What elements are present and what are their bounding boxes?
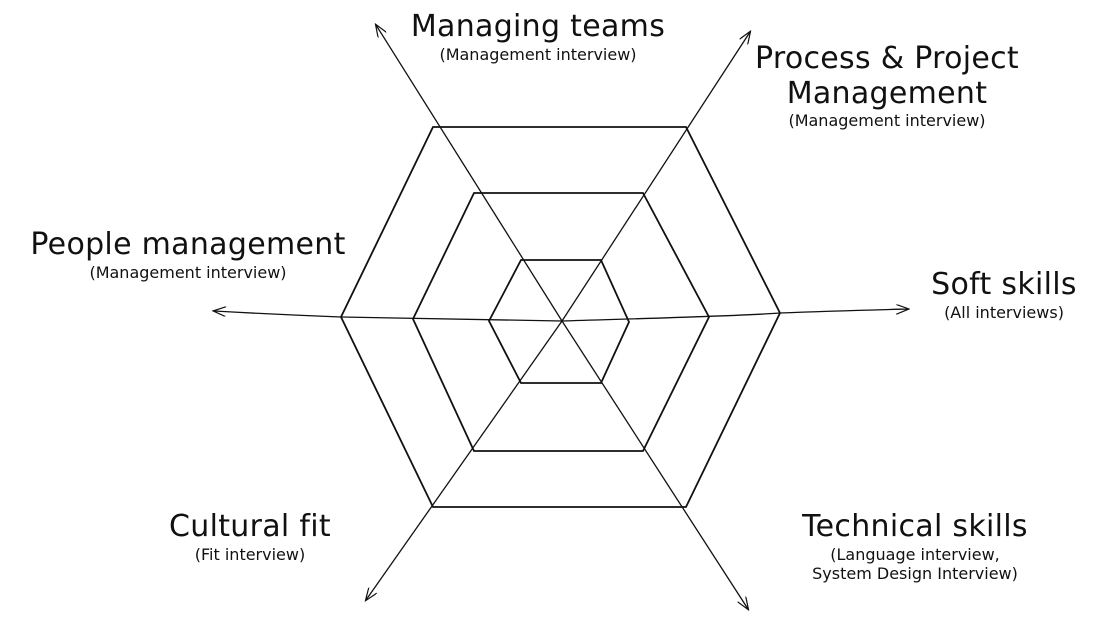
axis-managing-teams: [376, 25, 563, 322]
outer-ring: [340, 126, 782, 508]
axis-title: People management: [30, 227, 346, 262]
axis-process-project-management: [561, 32, 750, 322]
axis-cultural-fit: [366, 320, 563, 600]
axis-label-soft-skills: Soft skills (All interviews): [920, 267, 1088, 322]
axis-subtitle: (Management interview): [89, 262, 287, 282]
axis-subtitle-line-1: (Language interview,: [830, 544, 1000, 564]
axis-technical-skills: [561, 320, 748, 609]
axis-label-managing-teams: Managing teams (Management interview): [400, 9, 676, 64]
axis-title: Managing teams: [410, 9, 666, 44]
axis-subtitle: (Fit interview): [194, 544, 306, 564]
axis-subtitle: (Management interview): [788, 111, 986, 130]
axis-label-technical-skills: Technical skills (Language interview, Sy…: [770, 509, 1060, 583]
axis-subtitle: (Management interview): [439, 44, 637, 64]
axis-label-cultural-fit: Cultural fit (Fit interview): [150, 509, 350, 564]
axis-title: Cultural fit: [169, 509, 331, 544]
axis-title: Soft skills: [931, 267, 1077, 302]
axis-subtitle-line-2: System Design Interview): [812, 563, 1018, 583]
axis-title-line-1: Process & Project: [754, 41, 1019, 76]
axis-label-process-project-management: Process & Project Management (Management…: [740, 41, 1034, 130]
middle-ring: [412, 192, 711, 452]
axis-label-people-management: People management (Management interview): [20, 227, 356, 282]
axis-soft-skills: [561, 309, 908, 322]
axis-title: Technical skills: [802, 509, 1028, 544]
axis-subtitle: (All interviews): [944, 302, 1064, 322]
axis-title-line-2: Management: [786, 75, 988, 111]
axis-people-management: [214, 311, 563, 322]
